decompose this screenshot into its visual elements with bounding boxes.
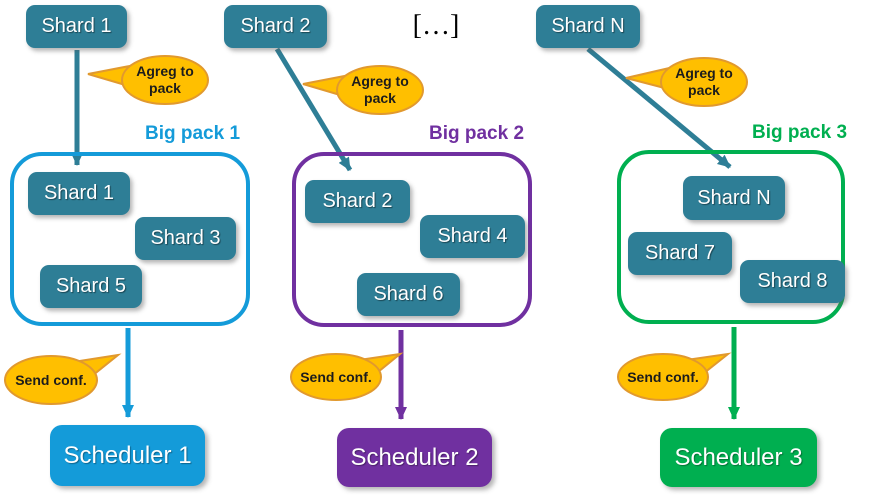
big-pack-3-title: Big pack 3 bbox=[752, 122, 848, 143]
send-conf-bubble-1 bbox=[4, 353, 122, 405]
send-conf-label-3: Send conf. bbox=[627, 369, 699, 385]
bubble-body bbox=[336, 65, 424, 115]
agreg-to-pack-label-3: Agreg to pack bbox=[675, 65, 733, 98]
send-conf-bubble-2 bbox=[290, 352, 404, 401]
aggregate-arrow-2 bbox=[274, 47, 353, 172]
ellipsis-label: […] bbox=[412, 10, 460, 41]
pack2-member-shard-box: Shard 4 bbox=[420, 215, 525, 258]
agreg-to-pack-bubble-2 bbox=[302, 65, 424, 115]
aggregate-arrow-3 bbox=[586, 47, 732, 169]
source-shard-n-box: Shard N bbox=[536, 5, 640, 48]
send-conf-label-1: Send conf. bbox=[15, 372, 87, 388]
source-shard-1-box: Shard 1 bbox=[26, 5, 127, 48]
big-pack-1-title: Big pack 1 bbox=[145, 123, 241, 144]
big-pack-1-container bbox=[10, 152, 250, 326]
scheduler-1-box: Scheduler 1 bbox=[50, 425, 205, 486]
scheduler-2-box: Scheduler 2 bbox=[337, 428, 492, 487]
pack3-member-shard-box: Shard 8 bbox=[740, 260, 845, 303]
source-shard-2-box: Shard 2 bbox=[224, 5, 327, 48]
send-conf-bubble-3 bbox=[617, 352, 732, 401]
bubble-body bbox=[121, 55, 209, 105]
bubble-body bbox=[617, 353, 709, 401]
agreg-to-pack-bubble-3 bbox=[625, 57, 748, 107]
pack1-member-shard-box: Shard 1 bbox=[28, 172, 130, 215]
big-pack-2-container bbox=[292, 152, 532, 327]
pack3-member-shard-box: Shard 7 bbox=[628, 232, 732, 275]
pack2-member-shard-box: Shard 6 bbox=[357, 273, 460, 316]
big-pack-3-container bbox=[617, 150, 845, 324]
scheduler-3-box: Scheduler 3 bbox=[660, 428, 817, 487]
pack1-member-shard-box: Shard 5 bbox=[40, 265, 142, 308]
agreg-to-pack-bubble-1 bbox=[87, 55, 209, 105]
agreg-to-pack-label-1: Agreg to pack bbox=[136, 63, 194, 96]
big-pack-2-title: Big pack 2 bbox=[429, 123, 525, 144]
bubble-body bbox=[290, 353, 382, 401]
agreg-to-pack-label-2: Agreg to pack bbox=[351, 73, 409, 106]
bubble-body bbox=[4, 355, 98, 405]
send-conf-label-2: Send conf. bbox=[300, 369, 372, 385]
pack2-member-shard-box: Shard 2 bbox=[305, 180, 410, 223]
pack3-member-shard-box: Shard N bbox=[683, 176, 785, 220]
pack1-member-shard-box: Shard 3 bbox=[135, 217, 236, 260]
bubble-body bbox=[660, 57, 748, 107]
